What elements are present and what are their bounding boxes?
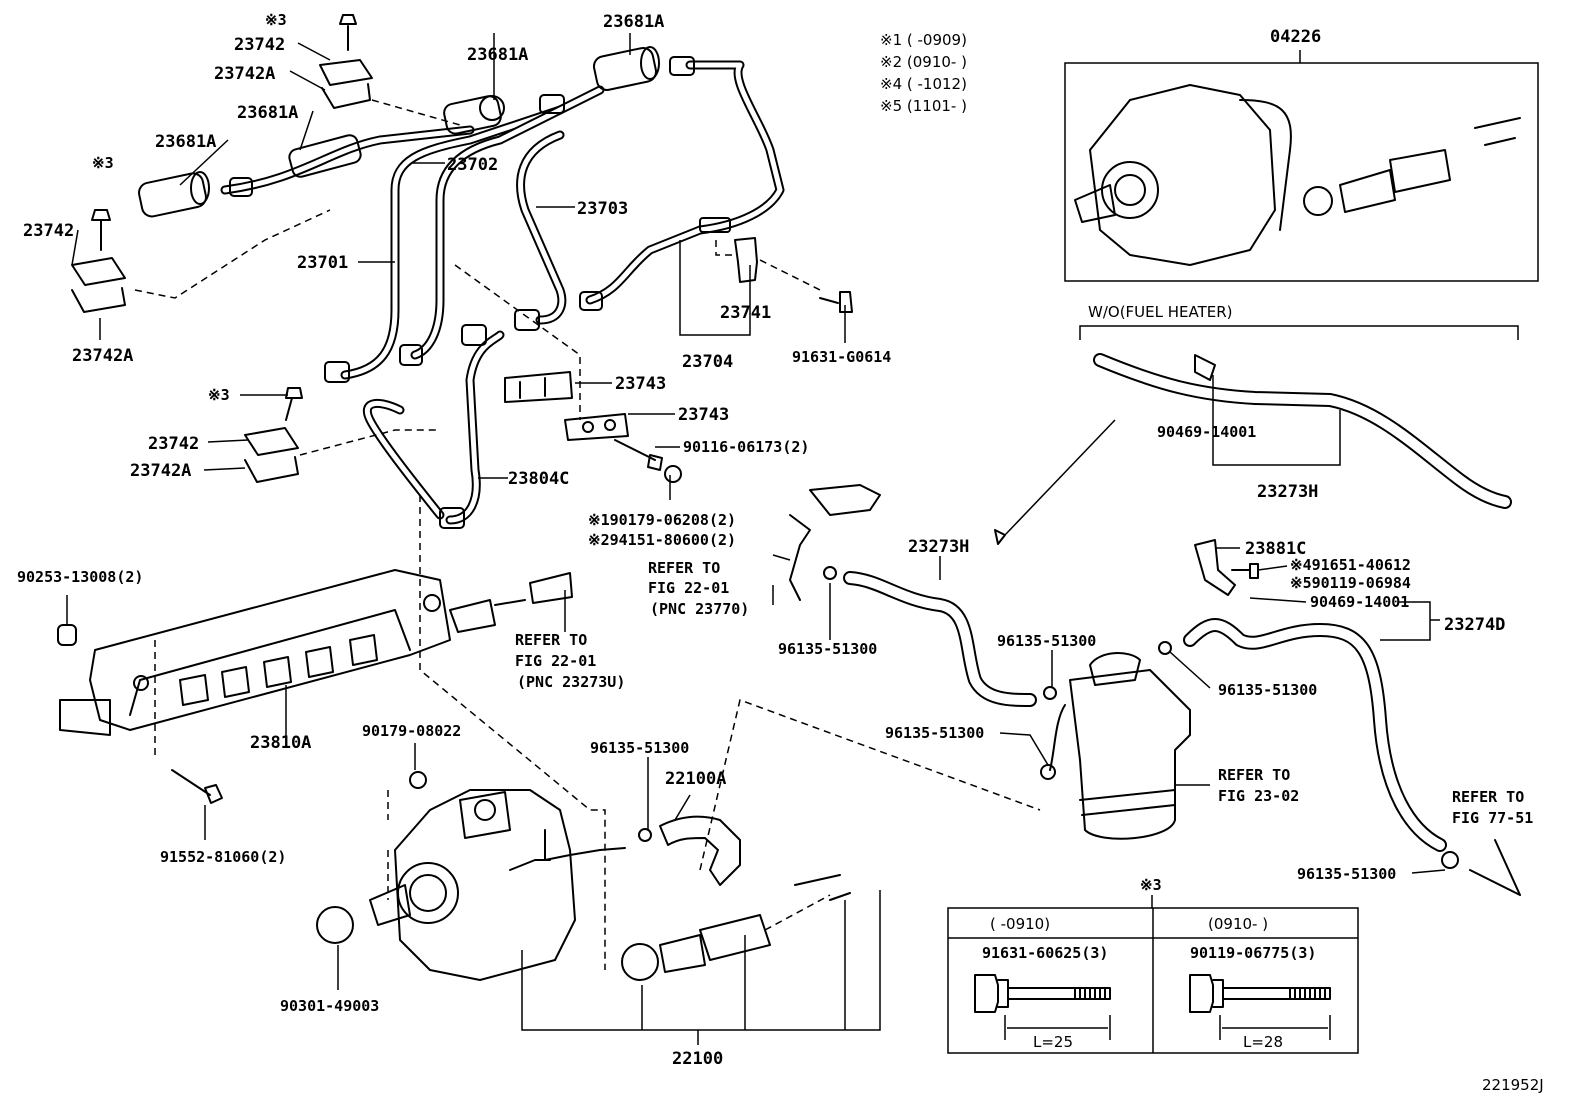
pump-box-04226: [1064, 62, 1539, 282]
label-96135-f: 96135-51300: [1297, 865, 1396, 883]
leader-lines: [66, 33, 1446, 1045]
label-23881C: 23881C: [1245, 539, 1306, 559]
label-23810A: 23810A: [250, 733, 311, 753]
label-96135-b: 96135-51300: [778, 640, 877, 658]
label-23742A-top: 23742A: [214, 64, 275, 84]
label-23804C: 23804C: [508, 469, 569, 489]
label-23273H-box: 23273H: [1257, 482, 1318, 502]
ref3-line2: FIG 23-02: [1218, 787, 1299, 805]
common-rail-drawing: [57, 569, 573, 804]
ref1-line1: REFER TO: [648, 559, 720, 577]
ref1-line2: FIG 22-01: [648, 579, 729, 597]
ref4-line2: FIG 77-51: [1452, 809, 1533, 827]
label-91552-81060: 91552-81060(2): [160, 848, 286, 866]
label-fuel-heater: W/O(FUEL HEATER): [1088, 303, 1233, 321]
bolt-col1-range: ( -0910): [990, 915, 1050, 933]
label-90301-49003: 90301-49003: [280, 997, 379, 1015]
ref2-line2: FIG 22-01: [515, 652, 596, 670]
label-96135-a: 96135-51300: [590, 739, 689, 757]
label-23742-left: 23742: [23, 221, 74, 241]
label-m3-top: ※3: [265, 11, 287, 29]
label-23703: 23703: [577, 199, 628, 219]
label-91631-G0614: 91631-G0614: [792, 348, 891, 366]
label-23702: 23702: [447, 155, 498, 175]
label-m3-left: ※3: [92, 154, 114, 172]
label-91651-40612: ※491651-40612: [1290, 556, 1411, 574]
label-23681A-b: 23681A: [155, 132, 216, 152]
ref1-line3: (PNC 23770): [650, 600, 749, 618]
bolt-col2-range: (0910- ): [1208, 915, 1268, 933]
label-23274D: 23274D: [1444, 615, 1505, 635]
label-96135-d: 96135-51300: [885, 724, 984, 742]
label-23743-b: 23743: [678, 405, 729, 425]
label-90253-13008: 90253-13008(2): [17, 568, 143, 586]
label-90469-b: 90469-14001: [1310, 593, 1409, 611]
ref4-line1: REFER TO: [1452, 788, 1524, 806]
ref3-line1: REFER TO: [1218, 766, 1290, 784]
label-23742-mid: 23742: [148, 434, 199, 454]
label-23681A-d: 23681A: [603, 12, 664, 32]
label-90119-06984: ※590119-06984: [1290, 574, 1411, 592]
label-m3-mid: ※3: [208, 386, 230, 404]
legend-m4: ※4 ( -1012): [880, 75, 967, 93]
label-22100A: 22100A: [665, 769, 726, 789]
supply-pump-drawing: [316, 771, 851, 981]
label-23743-a: 23743: [615, 374, 666, 394]
date-legend: ※1 ( -0909) ※2 (0910- ) ※4 ( -1012) ※5 (…: [880, 31, 967, 115]
injection-pipes-drawing: [71, 14, 853, 529]
label-23741: 23741: [720, 303, 771, 323]
label-23742A-left: 23742A: [72, 346, 133, 366]
label-90469-a: 90469-14001: [1157, 423, 1256, 441]
legend-m5: ※5 (1101- ): [880, 97, 967, 115]
label-23742A-mid: 23742A: [130, 461, 191, 481]
label-23742-top: 23742: [234, 35, 285, 55]
label-90116-06173: 90116-06173(2): [683, 438, 809, 456]
label-23273H-main: 23273H: [908, 537, 969, 557]
ref2-line1: REFER TO: [515, 631, 587, 649]
label-22100: 22100: [672, 1049, 723, 1069]
part-labels: ※3 23742 23742A 23681A 23681A 23681A 236…: [17, 11, 1505, 1069]
bolt-col1-len: L=25: [1033, 1033, 1073, 1051]
label-90179-08022: 90179-08022: [362, 722, 461, 740]
legend-m2: ※2 (0910- ): [880, 53, 967, 71]
refer-labels: REFER TO FIG 22-01 (PNC 23770) REFER TO …: [515, 559, 1533, 827]
label-90179-06208: ※190179-06208(2): [588, 511, 736, 529]
legend-m1: ※1 ( -0909): [880, 31, 967, 49]
label-94151-80600: ※294151-80600(2): [588, 531, 736, 549]
guide-lines: [134, 99, 1041, 970]
label-96135-c: 96135-51300: [997, 632, 1096, 650]
bolt-col2-part: 90119-06775(3): [1190, 944, 1316, 962]
label-96135-e: 96135-51300: [1218, 681, 1317, 699]
bolt-table: ※3 ( -0910) (0910- ) 91631-60625(3) 9011…: [947, 876, 1359, 1054]
label-23701: 23701: [297, 253, 348, 273]
diagram-id: 221952J: [1482, 1076, 1544, 1094]
bolt-table-note: ※3: [1140, 876, 1162, 894]
label-23704: 23704: [682, 352, 733, 372]
fuel-filter-drawing: [638, 484, 1521, 896]
bolt-col1-part: 91631-60625(3): [982, 944, 1108, 962]
fuel-heater-group: [994, 325, 1519, 545]
ref2-line3: (PNC 23273U): [517, 673, 625, 691]
label-23681A-c: 23681A: [467, 45, 528, 65]
label-23681A-a: 23681A: [237, 103, 298, 123]
bolt-col2-len: L=28: [1243, 1033, 1283, 1051]
label-04226: 04226: [1270, 27, 1321, 47]
